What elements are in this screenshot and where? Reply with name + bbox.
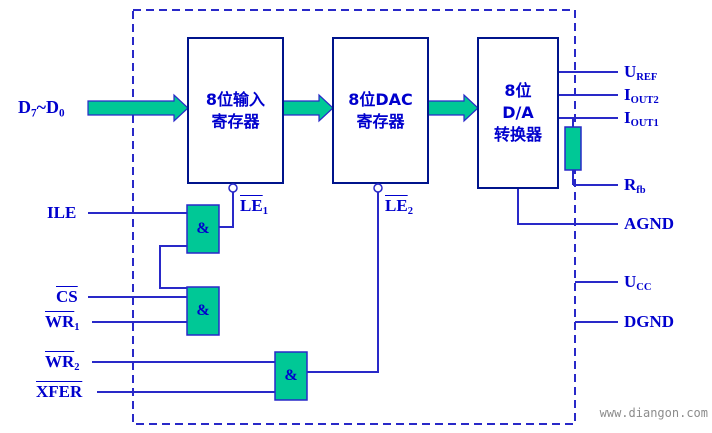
dac-register-block-label: 8位DAC 寄存器	[333, 38, 428, 183]
xfer-label: XFER	[36, 382, 83, 401]
le1-wire	[219, 192, 234, 228]
gate2-to-gate1-wire	[159, 245, 187, 289]
dac-register-block	[332, 37, 429, 184]
pin-label-iout2: IOUT2	[624, 85, 659, 107]
pin-label-iout1: IOUT1	[624, 108, 659, 130]
wr1-label: WR1	[45, 312, 80, 334]
da-converter-block	[477, 37, 559, 189]
pin-label-agnd: AGND	[624, 214, 675, 233]
input-register-line1: 8位输入	[205, 89, 266, 109]
and-gate-3-symbol: &	[284, 367, 298, 384]
le1-label: LE1	[240, 196, 268, 218]
feedback-resistor	[564, 126, 582, 171]
le2-terminal	[373, 183, 383, 193]
le2-wire	[307, 192, 379, 373]
cs-label: CS	[56, 287, 78, 306]
data-bus-arrow	[87, 93, 189, 123]
and-gate-2	[186, 286, 220, 336]
dac-register-line2: 寄存器	[356, 111, 405, 131]
input-register-block-label: 8位输入 寄存器	[188, 38, 283, 183]
da-converter-line3: 转换器	[493, 125, 542, 144]
watermark: www.diangon.com	[599, 406, 708, 420]
pin-label-uref: UREF	[624, 62, 658, 84]
pin-label-rfb: Rfb	[624, 175, 646, 197]
da-converter-block-label: 8位 D/A 转换器	[478, 38, 558, 188]
agnd-wire	[517, 188, 618, 225]
and-gate-3	[274, 351, 308, 401]
le2-label: LE2	[385, 196, 413, 218]
register-to-dac-arrow	[282, 93, 334, 123]
ile-label: ILE	[47, 203, 77, 222]
pin-label-dgnd: DGND	[624, 312, 675, 331]
and-gate-2-symbol: &	[196, 302, 210, 319]
input-register-line2: 寄存器	[211, 111, 260, 131]
and-gate-1	[186, 204, 220, 254]
data-bus-label: D7~D0	[18, 97, 65, 120]
le1-terminal	[228, 183, 238, 193]
chip-boundary-dashed-border	[132, 9, 576, 425]
wr2-label: WR2	[45, 352, 80, 374]
and-gate-1-symbol: &	[196, 220, 210, 237]
da-converter-line2: D/A	[502, 103, 534, 122]
dac-register-line1: 8位DAC	[348, 89, 413, 109]
pin-label-ucc: UCC	[624, 272, 652, 294]
da-converter-line1: 8位	[504, 81, 532, 100]
dac-to-converter-arrow	[427, 93, 479, 123]
input-register-block	[187, 37, 284, 184]
